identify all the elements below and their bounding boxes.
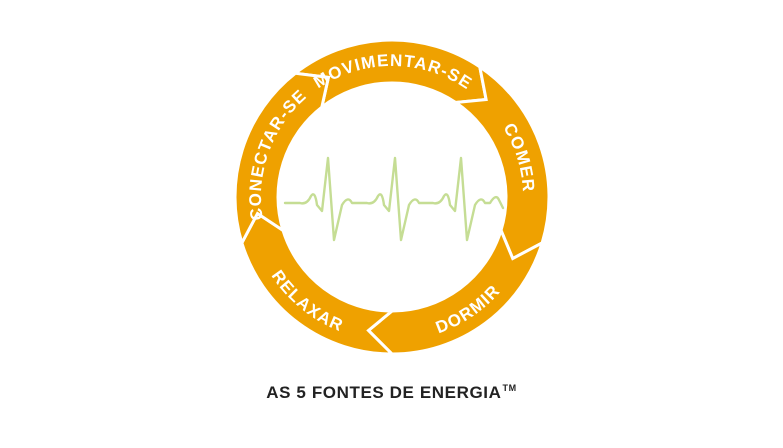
caption-text: AS 5 FONTES DE ENERGIA [266,383,502,402]
diagram-caption: AS 5 FONTES DE ENERGIATM [0,383,783,403]
heartbeat-line-icon [283,156,505,242]
trademark-mark: TM [502,383,517,393]
cycle-ring [233,38,551,356]
cycle-segment-arrow [233,71,331,247]
cycle-segment-arrow [240,211,397,356]
